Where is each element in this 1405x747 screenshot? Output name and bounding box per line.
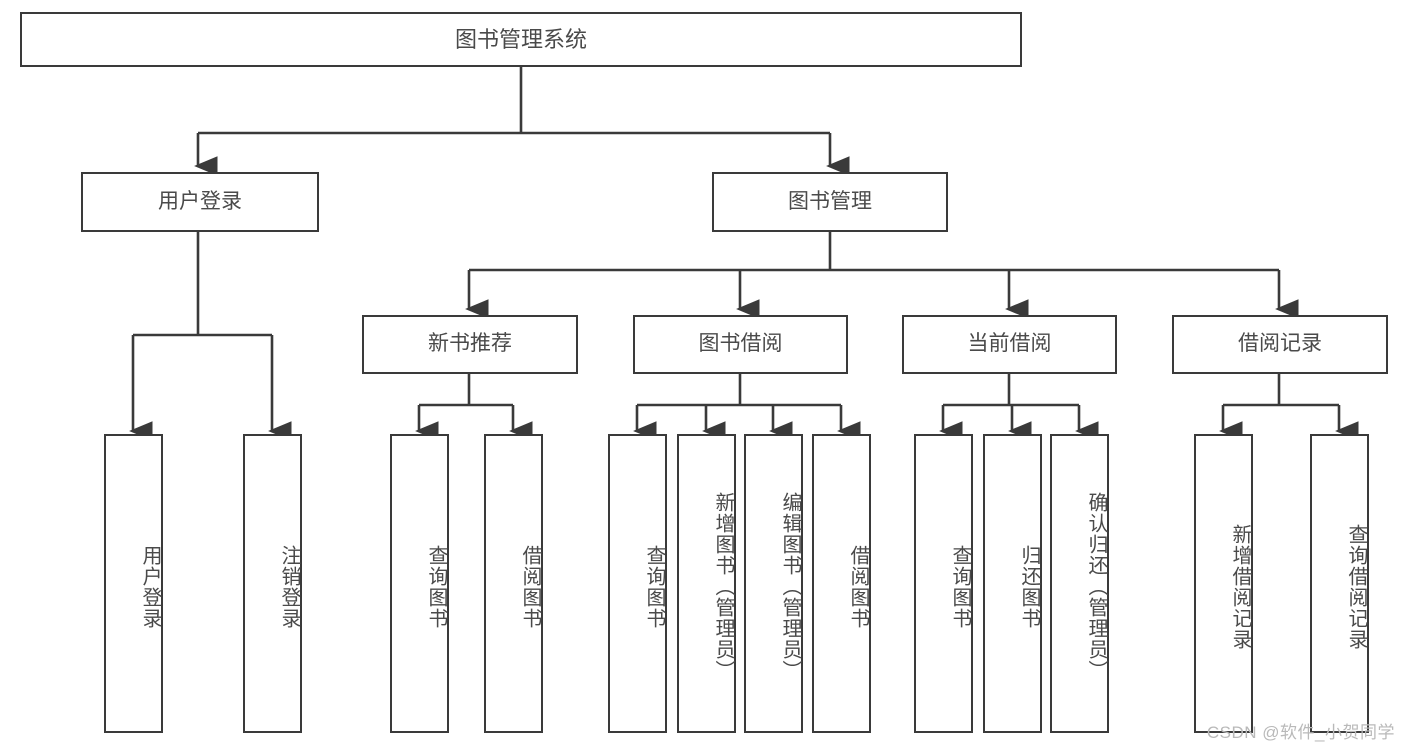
node-book-manage[interactable]: 图书管理	[712, 172, 948, 232]
node-book-manage-label: 图书管理	[788, 189, 872, 213]
node-leaf-query-book-2[interactable]: 查询图书	[608, 434, 667, 733]
node-leaf-logout-label: 注销登录	[278, 544, 300, 629]
node-new-book-recommend-label: 新书推荐	[428, 332, 512, 356]
node-leaf-query-book-1[interactable]: 查询图书	[390, 434, 449, 733]
node-leaf-query-book-1-label: 查询图书	[425, 544, 447, 629]
node-leaf-borrow-book-1[interactable]: 借阅图书	[484, 434, 543, 733]
node-borrow-record-label: 借阅记录	[1238, 332, 1322, 356]
node-leaf-user-login[interactable]: 用户登录	[104, 434, 163, 733]
node-root-label: 图书管理系统	[454, 26, 587, 52]
csdn-watermark: CSDN @软件_小贺同学	[1206, 723, 1395, 742]
node-book-borrow-label: 图书借阅	[698, 332, 783, 356]
node-user-login[interactable]: 用户登录	[81, 172, 319, 232]
node-current-borrow[interactable]: 当前借阅	[902, 315, 1117, 374]
node-leaf-query-record[interactable]: 查询借阅记录	[1310, 434, 1369, 733]
node-leaf-return-book[interactable]: 归还图书	[983, 434, 1042, 733]
node-leaf-borrow-book-2[interactable]: 借阅图书	[812, 434, 871, 733]
node-leaf-user-login-label: 用户登录	[139, 544, 161, 629]
node-leaf-add-book-label: 新增图书（管理员）	[712, 492, 734, 681]
node-leaf-add-record[interactable]: 新增借阅记录	[1194, 434, 1253, 733]
node-leaf-return-book-label: 归还图书	[1018, 544, 1040, 629]
node-root[interactable]: 图书管理系统	[20, 12, 1022, 67]
node-current-borrow-label: 当前借阅	[967, 332, 1052, 356]
node-leaf-query-book-2-label: 查询图书	[643, 544, 665, 629]
node-leaf-confirm-return[interactable]: 确认归还（管理员）	[1050, 434, 1109, 733]
node-leaf-borrow-book-2-label: 借阅图书	[847, 544, 869, 629]
node-leaf-logout[interactable]: 注销登录	[243, 434, 302, 733]
node-leaf-confirm-return-label: 确认归还（管理员）	[1085, 492, 1107, 681]
node-leaf-query-book-3[interactable]: 查询图书	[914, 434, 973, 733]
node-leaf-edit-book[interactable]: 编辑图书（管理员）	[744, 434, 803, 733]
node-leaf-add-record-label: 新增借阅记录	[1229, 523, 1251, 650]
node-leaf-query-record-label: 查询借阅记录	[1345, 523, 1367, 650]
node-user-login-label: 用户登录	[158, 189, 242, 213]
node-leaf-borrow-book-1-label: 借阅图书	[519, 544, 541, 629]
node-book-borrow[interactable]: 图书借阅	[633, 315, 848, 374]
node-borrow-record[interactable]: 借阅记录	[1172, 315, 1388, 374]
node-leaf-query-book-3-label: 查询图书	[949, 544, 971, 629]
node-leaf-add-book[interactable]: 新增图书（管理员）	[677, 434, 736, 733]
node-new-book-recommend[interactable]: 新书推荐	[362, 315, 578, 374]
node-leaf-edit-book-label: 编辑图书（管理员）	[779, 492, 801, 681]
